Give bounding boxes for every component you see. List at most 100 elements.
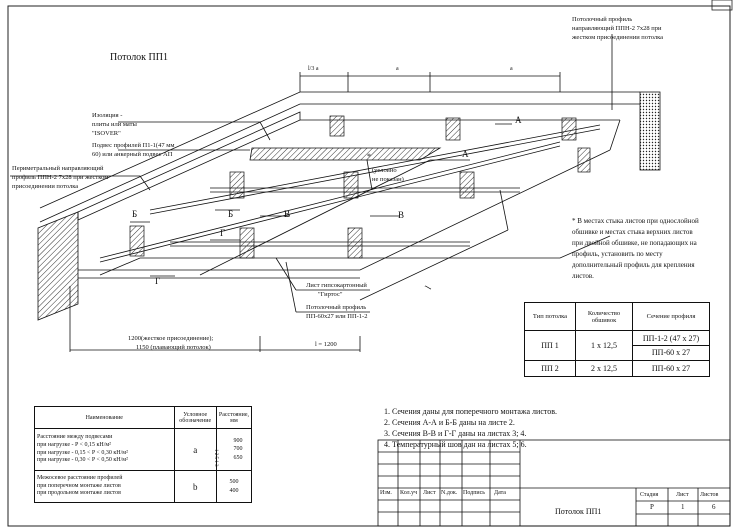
table-row: Межосевое расстояние профилей при попере… bbox=[34, 470, 253, 503]
section-mark-b: Б bbox=[132, 209, 138, 219]
name-line: Расстояние между подвесами bbox=[37, 433, 113, 440]
stamp-sheets: 6 bbox=[712, 503, 716, 511]
hanger-icon bbox=[561, 117, 577, 141]
callout-perimeter-1: Периметральный направляющий bbox=[12, 165, 104, 172]
dim-bottom-1200: 1200(жесткое присоединение); bbox=[128, 335, 214, 342]
hanger-icon bbox=[577, 147, 591, 173]
section-mark-v: В bbox=[284, 209, 291, 219]
dim-top-a2: a bbox=[510, 66, 513, 72]
right-wall bbox=[639, 91, 661, 171]
callout-guide-profile-3: жестком присоединении потолка bbox=[572, 34, 664, 41]
symbol-cell: b bbox=[173, 470, 217, 503]
count-cell: 2 х 12,5 bbox=[575, 360, 633, 377]
callout-hanger-1: Подвес профилей П1-1(47 мм bbox=[92, 142, 175, 149]
sheet-border bbox=[7, 5, 731, 527]
table-row: ПП 2 2 х 12,5 ПП-60 х 27 bbox=[524, 360, 710, 377]
stamp-sheet-label: Лист bbox=[676, 492, 689, 498]
name-line: при нагрузке - P < 0,15 кН/м² bbox=[37, 441, 111, 448]
section-mark-g: Г bbox=[155, 276, 161, 286]
header-cell: Тип потолка bbox=[524, 302, 576, 331]
corner-box bbox=[711, 0, 733, 11]
symbol-cell: a bbox=[173, 428, 217, 471]
dim-bottom-1150: 1150 (плавающий потолок) bbox=[136, 344, 211, 351]
star-note-line: обшивке и местах стыка верхних листов bbox=[572, 228, 693, 236]
star-note-line: * В местах стыка листов при однослойной bbox=[572, 217, 699, 225]
hanger-icon bbox=[129, 225, 145, 257]
table-row: ПП 1 1 х 12,5 ПП-1-2 (47 х 27) ПП-60 х 2… bbox=[524, 330, 710, 361]
section-mark-g: Г bbox=[220, 228, 226, 238]
distance-value: 900 bbox=[233, 438, 243, 445]
stamp-sheet: 1 bbox=[681, 503, 685, 511]
callout-gypsum-1: Лист гипсокартонный bbox=[306, 282, 367, 289]
hanger-icon bbox=[329, 115, 345, 137]
profile-table: Тип потолка Количество обшивок Сечение п… bbox=[524, 302, 710, 377]
value-cell: 1 2 5 1 3 900 700 650 bbox=[213, 428, 253, 471]
callout-insulation-2: плиты или маты bbox=[92, 121, 137, 128]
section-mark-b: Б bbox=[228, 209, 234, 219]
callout-hanger-2: 60) или анкерный подвес АП bbox=[92, 151, 173, 158]
callout-perimeter-2: профиль ППН-2 7х28 при жестком bbox=[12, 174, 109, 181]
distance-table: Наименование Условное обозначение Рассто… bbox=[34, 406, 253, 503]
header-cell: Сечение профиля bbox=[632, 302, 710, 331]
callout-ceiling-profile-2: ПП-60х27 или ПП-1-2 bbox=[306, 313, 368, 320]
stamp-stage: Р bbox=[650, 503, 654, 511]
title-block bbox=[377, 439, 731, 527]
dim-top-a1: a bbox=[396, 66, 399, 72]
type-cell: ПП 2 bbox=[524, 360, 576, 377]
name-cell: Межосевое расстояние профилей при попере… bbox=[34, 470, 175, 503]
callout-insulation-1: Изоляция - bbox=[92, 112, 123, 119]
profile-table-header: Тип потолка Количество обшивок Сечение п… bbox=[524, 302, 710, 331]
stamp-col-label: Лист bbox=[423, 490, 436, 496]
stamp-col-label: Дата bbox=[494, 490, 506, 496]
name-cell: Расстояние между подвесами при нагрузке … bbox=[34, 428, 175, 471]
distance-value: 500 bbox=[229, 479, 239, 486]
section-value: ПП-60 х 27 bbox=[632, 360, 710, 377]
hanger-icon bbox=[229, 171, 245, 199]
star-note-line: при двойной обшивке, не попадающих на bbox=[572, 239, 697, 247]
distance-value: 400 bbox=[229, 487, 239, 494]
callout-gypsum-2: "Гиртос" bbox=[318, 291, 343, 298]
distance-value: 650 bbox=[233, 454, 243, 461]
stamp-col-label: Подпись bbox=[463, 490, 486, 496]
stamp-title: Потолок ПП1 bbox=[555, 507, 602, 516]
callout-ceiling-profile-1: Потолочный профиль bbox=[306, 304, 367, 311]
left-wall bbox=[37, 211, 79, 321]
section-mark-a: А bbox=[515, 115, 522, 125]
callout-perimeter-3: присоединении потолка bbox=[12, 183, 79, 190]
sections-cell: ПП-1-2 (47 х 27) ПП-60 х 27 bbox=[632, 330, 710, 361]
count-cell: 1 х 12,5 bbox=[575, 330, 633, 361]
name-line: при поперечном монтаже листов bbox=[37, 482, 121, 489]
name-line: при нагрузке - 0,15 < P < 0,30 кН/м² bbox=[37, 449, 128, 456]
star-note-line: профиль, установить по месту bbox=[572, 250, 663, 258]
dim-top-a3: l/3 a bbox=[308, 66, 319, 72]
note-star-mark: * bbox=[367, 152, 371, 161]
table-row: Расстояние между подвесами при нагрузке … bbox=[34, 428, 253, 471]
star-note-line: дополнительный профиль для крепления bbox=[572, 261, 695, 269]
hanger-icon bbox=[347, 227, 363, 259]
value-cell: 500 400 bbox=[215, 470, 253, 503]
note-line: 3. Сечения В-В и Г-Г даны на листах 3; 4… bbox=[384, 429, 527, 438]
side-index: 1 2 5 1 3 bbox=[212, 449, 218, 467]
name-line: при нагрузке - 0,30 < P < 0,50 кН/м² bbox=[37, 457, 128, 464]
note-conditional-2: не показан) bbox=[372, 176, 404, 183]
callout-guide-profile-1: Потолочный профиль bbox=[572, 16, 633, 23]
star-note-line: листов. bbox=[572, 272, 594, 280]
callout-insulation-3: "ISOVER" bbox=[92, 130, 121, 137]
note-line: 4. Температурный шов дан на листах 5; 6. bbox=[384, 440, 527, 449]
note-line: 2. Сечения А-А и Б-Б даны на листе 2. bbox=[384, 418, 515, 427]
section-mark-a: А bbox=[462, 149, 469, 159]
note-conditional-1: (условно bbox=[372, 167, 397, 174]
dim-bottom-l: l = 1200 bbox=[315, 341, 337, 348]
hanger-icon bbox=[445, 117, 461, 141]
svg-text:l: l bbox=[423, 283, 433, 291]
section-mark-v: В bbox=[398, 210, 405, 220]
hanger-icon bbox=[459, 171, 475, 199]
insulation-panel bbox=[249, 147, 442, 161]
name-line: при продольном монтаже листов bbox=[37, 490, 121, 497]
drawing-title: Потолок ПП1 bbox=[110, 52, 168, 63]
type-cell: ПП 1 bbox=[524, 330, 576, 361]
name-line: Межосевое расстояние профилей bbox=[37, 474, 123, 481]
header-cell: Количество обшивок bbox=[575, 302, 633, 331]
stamp-col-label: Кол.уч bbox=[400, 490, 418, 496]
hangers bbox=[129, 115, 591, 259]
